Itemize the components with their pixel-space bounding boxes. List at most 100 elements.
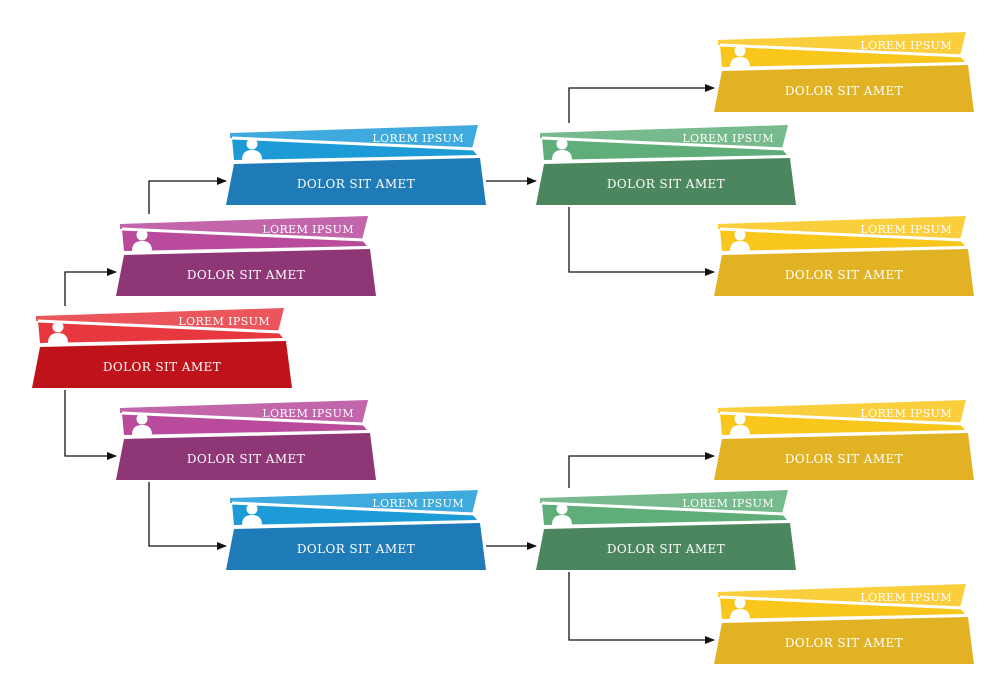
connector-p1-b1 [148,177,227,214]
node-ribbon-lower [542,503,787,525]
node-crease [37,319,281,334]
node-ribbon-lower [232,503,477,525]
node-ribbon-upper [718,32,966,56]
node-crease [719,227,963,242]
node-ribbon-upper [718,584,966,608]
node-body [116,249,376,296]
node-ribbon-upper [230,125,478,149]
node-ribbon-upper [36,308,284,332]
connector-g2-y4 [568,572,715,644]
node-g1: LOREM IPSUM DOLOR SIT AMET [536,125,796,205]
node-y4: LOREM IPSUM DOLOR SIT AMET [714,584,974,664]
connector-root-p1 [64,268,117,306]
node-ribbon-upper [540,490,788,514]
node-bottom-label: DOLOR SIT AMET [187,268,305,282]
node-ribbon-upper [540,125,788,149]
node-p2: LOREM IPSUM DOLOR SIT AMET [116,400,376,480]
node-crease [719,43,963,58]
node-top-label: LOREM IPSUM [178,315,270,328]
node-body [714,249,974,296]
node-crease [541,136,785,151]
node-ribbon-lower [232,138,477,160]
person-icon [730,45,750,67]
node-crease [231,136,475,151]
node-crease [121,411,365,426]
node-bottom-label: DOLOR SIT AMET [785,636,903,650]
node-body [32,341,292,388]
person-icon [132,229,152,251]
node-ribbon-lower [720,45,965,67]
person-icon [242,138,262,160]
node-root: LOREM IPSUM DOLOR SIT AMET [32,308,292,388]
node-crease [719,595,963,610]
person-icon [730,229,750,251]
node-ribbon-lower [720,229,965,251]
node-bottom-label: DOLOR SIT AMET [187,452,305,466]
node-top-label: LOREM IPSUM [860,39,952,52]
node-top-label: LOREM IPSUM [372,497,464,510]
node-crease [121,227,365,242]
node-bottom-label: DOLOR SIT AMET [785,452,903,466]
person-icon [552,138,572,160]
node-body [714,433,974,480]
connector-g1-y2 [568,207,715,276]
person-icon [730,597,750,619]
node-body [536,523,796,570]
node-body [714,65,974,112]
node-p1: LOREM IPSUM DOLOR SIT AMET [116,216,376,296]
node-ribbon-lower [122,229,367,251]
node-bottom-label: DOLOR SIT AMET [607,177,725,191]
node-g2: LOREM IPSUM DOLOR SIT AMET [536,490,796,570]
node-ribbon-lower [720,413,965,435]
connector-root-p2 [64,390,117,460]
node-body [226,523,486,570]
nodes: LOREM IPSUM DOLOR SIT AMET LOREM IPSUM DOLO… [32,32,974,664]
node-top-label: LOREM IPSUM [372,132,464,145]
node-ribbon-lower [122,413,367,435]
node-crease [541,501,785,516]
person-icon [242,503,262,525]
node-crease [231,501,475,516]
node-top-label: LOREM IPSUM [262,223,354,236]
connector-g2-y3 [568,452,715,488]
node-y3: LOREM IPSUM DOLOR SIT AMET [714,400,974,480]
node-top-label: LOREM IPSUM [262,407,354,420]
node-bottom-label: DOLOR SIT AMET [297,177,415,191]
node-body [226,158,486,205]
node-top-label: LOREM IPSUM [860,591,952,604]
node-ribbon-upper [230,490,478,514]
node-bottom-label: DOLOR SIT AMET [607,542,725,556]
node-top-label: LOREM IPSUM [860,223,952,236]
node-bottom-label: DOLOR SIT AMET [785,84,903,98]
node-body [536,158,796,205]
node-y2: LOREM IPSUM DOLOR SIT AMET [714,216,974,296]
connector-g1-y1 [568,84,715,123]
node-ribbon-lower [38,321,283,343]
person-icon [132,413,152,435]
node-bottom-label: DOLOR SIT AMET [297,542,415,556]
node-body [116,433,376,480]
connector-p2-b2 [148,482,227,550]
node-body [714,617,974,664]
person-icon [48,321,68,343]
connectors [64,84,715,644]
node-ribbon-upper [718,216,966,240]
node-ribbon-lower [542,138,787,160]
node-top-label: LOREM IPSUM [860,407,952,420]
node-ribbon-lower [720,597,965,619]
node-bottom-label: DOLOR SIT AMET [103,360,221,374]
person-icon [552,503,572,525]
node-b2: LOREM IPSUM DOLOR SIT AMET [226,490,486,570]
node-y1: LOREM IPSUM DOLOR SIT AMET [714,32,974,112]
node-top-label: LOREM IPSUM [682,497,774,510]
node-ribbon-upper [718,400,966,424]
node-bottom-label: DOLOR SIT AMET [785,268,903,282]
node-b1: LOREM IPSUM DOLOR SIT AMET [226,125,486,205]
person-icon [730,413,750,435]
node-crease [719,411,963,426]
node-ribbon-upper [120,400,368,424]
node-top-label: LOREM IPSUM [682,132,774,145]
node-ribbon-upper [120,216,368,240]
